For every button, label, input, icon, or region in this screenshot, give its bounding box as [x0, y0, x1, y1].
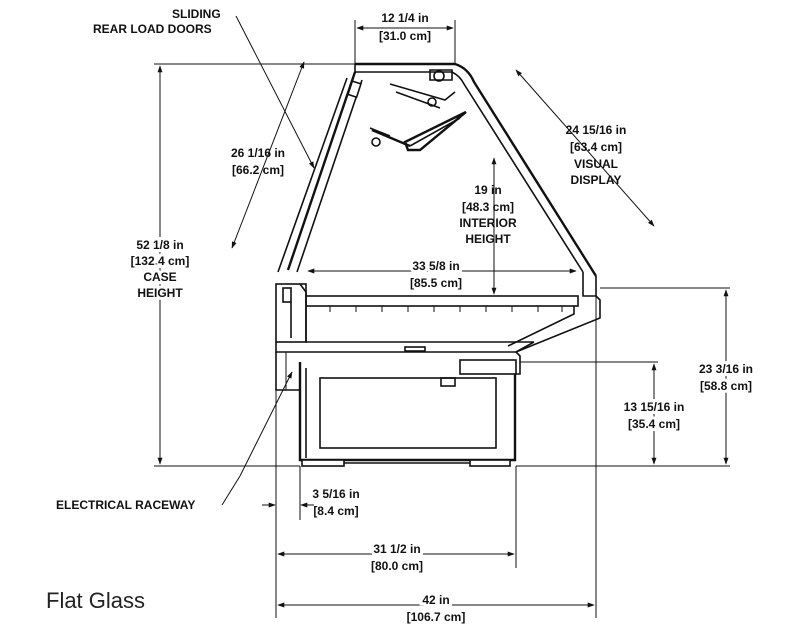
dimension-labels: SLIDING REAR LOAD DOORS 12 1/4 in [31.0 …: [56, 7, 756, 624]
visual-display-label-2: DISPLAY: [571, 173, 622, 187]
leader-lines: [221, 15, 315, 506]
top-width-cm: [31.0 cm]: [379, 29, 431, 43]
drawing-caption: Flat Glass: [46, 588, 145, 613]
door-length-in: 26 1/16 in: [231, 146, 285, 160]
case-height-cm: [132.4 cm]: [131, 254, 190, 268]
setback-cm: [8.4 cm]: [313, 504, 358, 518]
deck-pan-ticks: [329, 306, 563, 312]
deck-width-cm: [85.5 cm]: [410, 276, 462, 290]
front-height-in: 23 3/16 in: [699, 362, 753, 376]
door-length-cm: [66.2 cm]: [232, 163, 284, 177]
total-width-in: 42 in: [422, 593, 449, 607]
visual-display-cm: [63.4 cm]: [570, 140, 622, 154]
setback-in: 3 5/16 in: [312, 487, 359, 501]
case-height-label-2: HEIGHT: [137, 286, 183, 300]
extension-lines: [154, 20, 730, 618]
electrical-raceway-label: ELECTRICAL RACEWAY: [56, 498, 195, 512]
interior-height-label-1: INTERIOR: [459, 216, 517, 230]
base-height-cm: [35.4 cm]: [628, 417, 680, 431]
front-height-cm: [58.8 cm]: [700, 379, 752, 393]
deck-width-in: 33 5/8 in: [412, 259, 459, 273]
base-height-in: 13 15/16 in: [624, 400, 685, 414]
base-width-cm: [80.0 cm]: [371, 559, 423, 573]
interior-height-label-2: HEIGHT: [465, 232, 511, 246]
visual-display-label-1: VISUAL: [574, 157, 618, 171]
top-width-in: 12 1/4 in: [381, 11, 428, 25]
dimension-lines: [157, 25, 729, 608]
visual-display-in: 24 15/16 in: [566, 123, 627, 137]
sliding-doors-label-1: SLIDING: [172, 7, 221, 21]
sliding-doors-label-2: REAR LOAD DOORS: [93, 22, 212, 36]
total-width-cm: [106.7 cm]: [407, 610, 466, 624]
case-height-in: 52 1/8 in: [136, 238, 183, 252]
case-height-label-1: CASE: [143, 270, 176, 284]
case-outline: [275, 62, 601, 467]
interior-height-in: 19 in: [474, 183, 501, 197]
interior-height-cm: [48.3 cm]: [462, 200, 514, 214]
base-width-in: 31 1/2 in: [373, 542, 420, 556]
